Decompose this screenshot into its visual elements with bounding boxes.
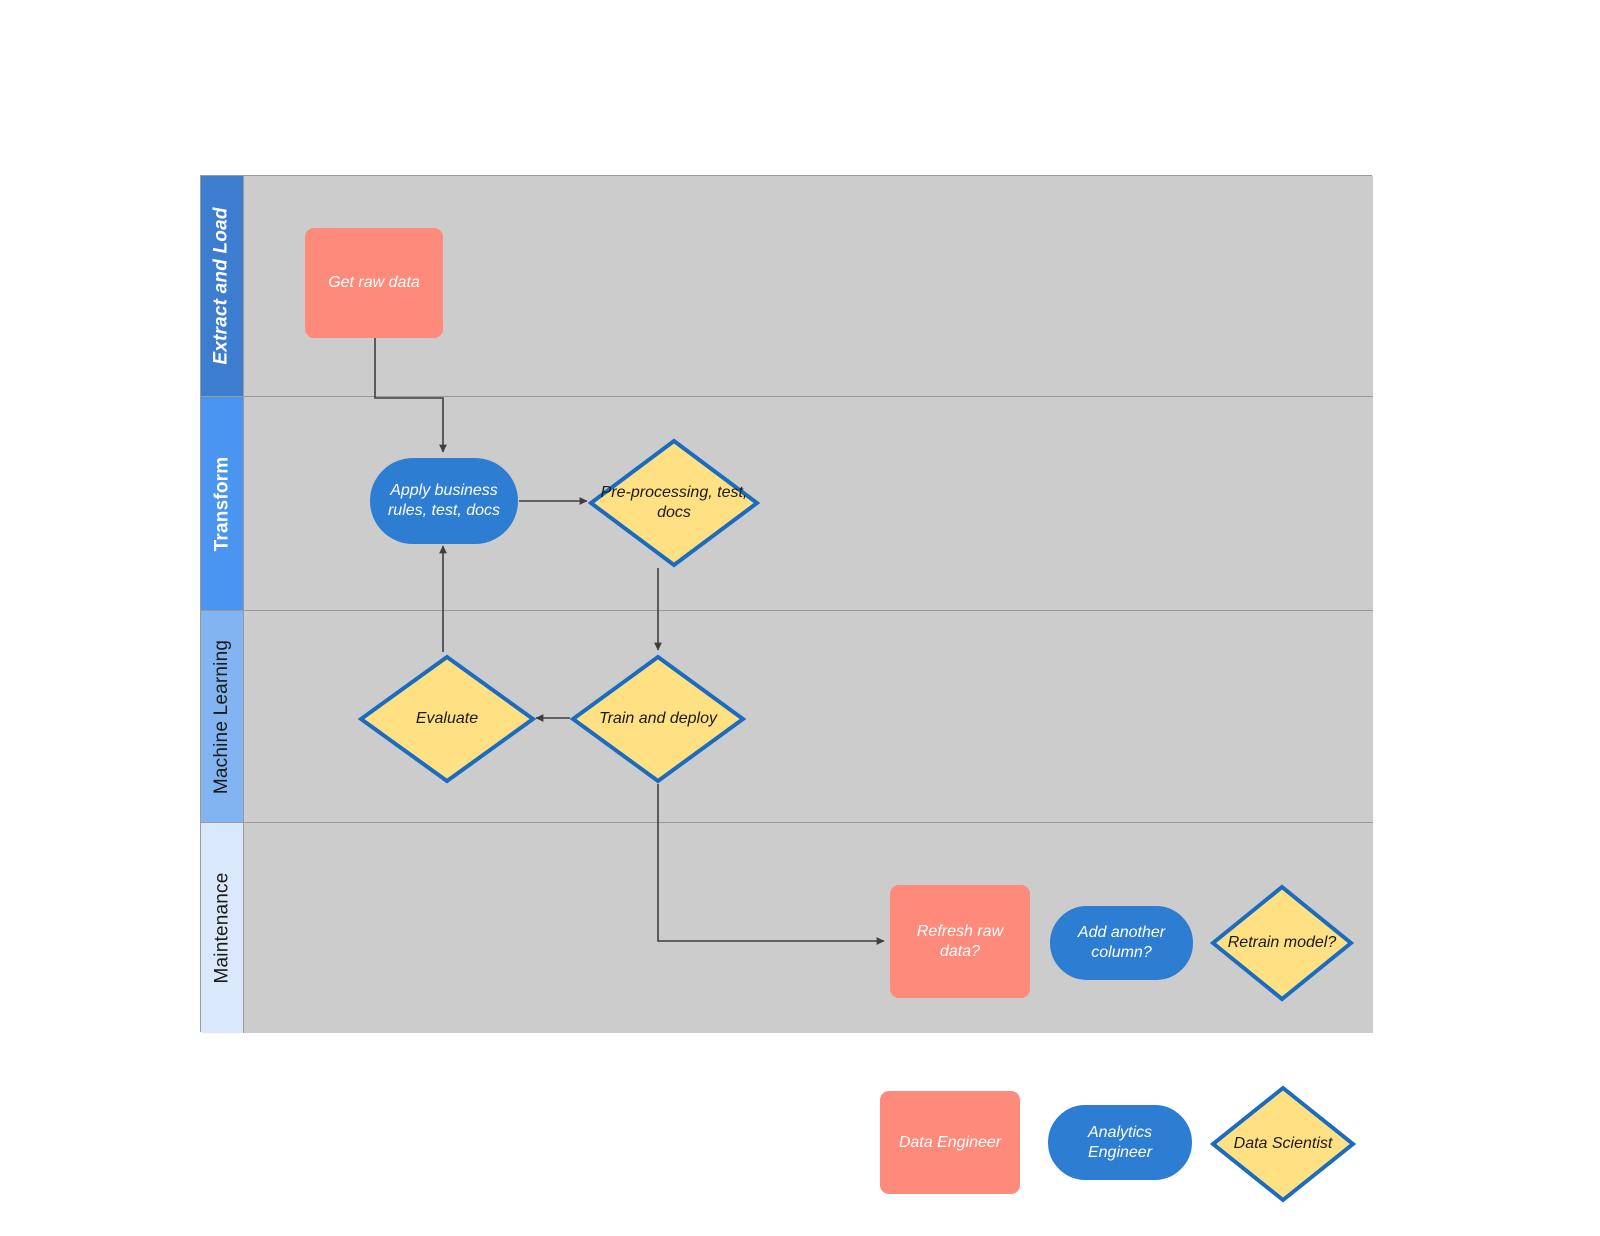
lane-label-transform: Transform	[211, 456, 232, 551]
legend-item-data-engineer[interactable]: Data Engineer	[880, 1091, 1020, 1194]
diamond-shape-icon	[1210, 1085, 1356, 1203]
legend-item-data-scientist[interactable]: Data Scientist	[1210, 1085, 1356, 1203]
lane-header-transform: Transform	[201, 397, 244, 610]
node-retrain-model[interactable]: Retrain model?	[1210, 884, 1354, 1002]
node-label-pre-processing: Pre-processing, test, docs	[600, 484, 748, 521]
lane-label-machine-learning: Machine Learning	[211, 639, 232, 794]
role-legend: Data Engineer Analytics Engineer Data Sc…	[880, 1085, 1360, 1203]
legend-label-data-scientist: Data Scientist	[1233, 1135, 1333, 1152]
lane-header-machine-learning: Machine Learning	[201, 611, 244, 822]
diamond-shape-icon	[358, 654, 536, 784]
legend-label-analytics-engineer: Analytics Engineer	[1087, 1123, 1153, 1161]
node-evaluate[interactable]: Evaluate	[358, 654, 536, 784]
diamond-shape-icon	[570, 654, 746, 784]
node-label-retrain-model: Retrain model?	[1227, 934, 1337, 951]
lane-label-maintenance: Maintenance	[211, 872, 232, 984]
lane-header-extract-and-load: Extract and Load	[201, 176, 244, 396]
lane-maintenance: Maintenance	[201, 823, 1373, 1033]
legend-label-data-engineer: Data Engineer	[898, 1133, 1002, 1151]
node-refresh-raw-data[interactable]: Refresh raw data?	[890, 885, 1030, 998]
node-apply-business-rules[interactable]: Apply business rules, test, docs	[370, 458, 518, 544]
node-label-evaluate: Evaluate	[415, 710, 479, 727]
node-label-refresh-raw-data: Refresh raw data?	[916, 922, 1004, 960]
node-label-add-another-column: Add another column?	[1077, 924, 1166, 961]
node-get-raw-data[interactable]: Get raw data	[305, 228, 443, 338]
node-label-apply-business-rules: Apply business rules, test, docs	[387, 482, 501, 519]
node-train-and-deploy[interactable]: Train and deploy	[570, 654, 746, 784]
node-label-train-and-deploy: Train and deploy	[599, 710, 717, 727]
legend-item-analytics-engineer[interactable]: Analytics Engineer	[1048, 1105, 1192, 1180]
node-pre-processing[interactable]: Pre-processing, test, docs	[588, 438, 760, 568]
diamond-shape-icon	[588, 438, 760, 568]
lane-label-extract-and-load: Extract and Load	[211, 207, 232, 365]
node-add-another-column[interactable]: Add another column?	[1050, 906, 1193, 980]
diamond-shape-icon	[1210, 884, 1354, 1002]
lane-header-maintenance: Maintenance	[201, 823, 244, 1033]
node-label-get-raw-data: Get raw data	[328, 274, 420, 291]
